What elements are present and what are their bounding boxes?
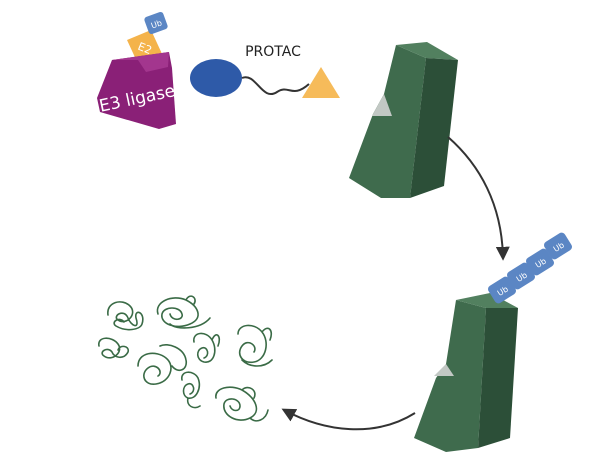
protac-label: PROTAC bbox=[245, 44, 301, 60]
ubiquitin-on-e2: Ub bbox=[144, 11, 168, 35]
fragment-3 bbox=[98, 337, 130, 359]
fragment-4 bbox=[137, 344, 188, 385]
ubiquitin-2: Ub bbox=[507, 262, 535, 290]
fragment-6 bbox=[237, 324, 273, 367]
fragment-1 bbox=[107, 301, 144, 331]
ubiquitin-4: Ub bbox=[544, 232, 572, 260]
ubiquitin-3: Ub bbox=[526, 248, 554, 276]
e2-label: E2 bbox=[136, 40, 154, 57]
ubiquitin-chain: Ub Ub Ub Ub bbox=[488, 232, 572, 304]
e3-ligase-icon: E3 ligase bbox=[97, 52, 177, 129]
target-protein-icon bbox=[349, 42, 458, 198]
peptide-fragments-icon bbox=[98, 295, 273, 422]
fragment-5 bbox=[193, 332, 221, 363]
arrow-ubiquitination bbox=[447, 136, 510, 261]
ubiquitin-1: Ub bbox=[488, 276, 516, 304]
fragment-7 bbox=[181, 371, 201, 409]
curved-arrow-icon bbox=[281, 136, 510, 431]
e3-ligase-complex: E2 Ub E3 ligase bbox=[97, 11, 177, 129]
fragment-8 bbox=[215, 386, 269, 422]
fragment-2 bbox=[156, 295, 211, 329]
ubiquitinated-target-icon: Ub Ub Ub Ub bbox=[414, 232, 572, 452]
protac-molecule-icon: PROTAC bbox=[190, 44, 340, 98]
arrow-degradation bbox=[281, 408, 416, 431]
ub-label-e2: Ub bbox=[150, 18, 163, 30]
